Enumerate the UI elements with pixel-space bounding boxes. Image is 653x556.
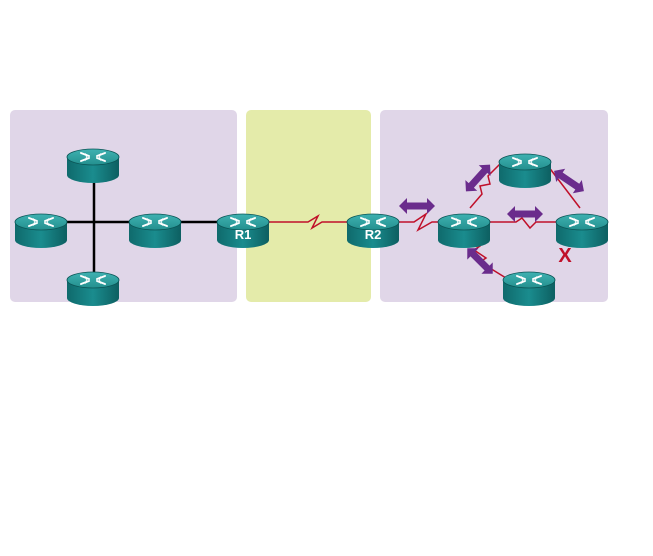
router-right-east[interactable] — [555, 213, 609, 249]
router-right-hub[interactable] — [437, 213, 491, 249]
zone-right — [380, 110, 608, 302]
router-right-bottom[interactable] — [502, 271, 556, 307]
router-right-top[interactable] — [498, 153, 552, 189]
router-r1[interactable]: R1 — [216, 213, 270, 249]
zone-left — [10, 110, 237, 302]
serial-link-r1-r2 — [266, 214, 372, 230]
link-failure-mark: X — [558, 245, 572, 267]
serial-link-r2-hub — [396, 211, 462, 232]
router-left-top[interactable] — [66, 148, 120, 184]
router-left-bottom[interactable] — [66, 271, 120, 307]
zone-middle — [246, 110, 371, 302]
router-left-center[interactable] — [128, 213, 182, 249]
serial-link-hub-east — [486, 216, 558, 230]
router-r1-label: R1 — [235, 227, 252, 242]
router-r2-label: R2 — [365, 227, 382, 242]
router-r2[interactable]: R2 — [346, 213, 400, 249]
router-left-west[interactable] — [14, 213, 68, 249]
serial-link-top-east — [547, 165, 581, 209]
